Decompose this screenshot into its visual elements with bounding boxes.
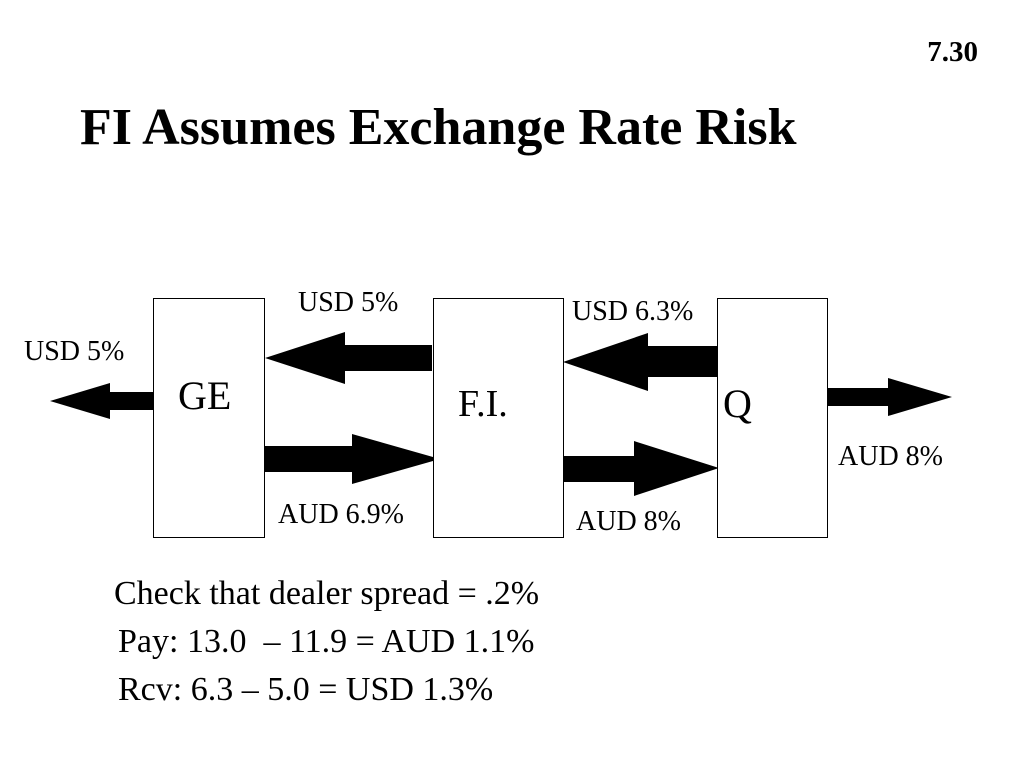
party-box-ge — [153, 298, 265, 538]
party-label-fi: F.I. — [458, 383, 508, 425]
flow-label-fi-to-q-aud: AUD 8% — [576, 506, 681, 537]
slide-number: 7.30 — [927, 36, 978, 68]
flow-label-q-out-aud: AUD 8% — [838, 441, 943, 472]
arrow-fi-to-ge-usd — [265, 332, 432, 384]
note-pay: Pay: 13.0 – 11.9 = AUD 1.1% — [118, 623, 535, 660]
arrow-q-to-fi-usd — [563, 333, 717, 391]
flow-label-fi-to-ge-usd: USD 5% — [298, 287, 399, 318]
party-box-fi — [433, 298, 564, 538]
party-label-ge: GE — [178, 373, 232, 418]
arrow-q-out-aud — [828, 378, 952, 416]
note-dealer-spread: Check that dealer spread = .2% — [114, 575, 540, 612]
arrow-fi-to-q-aud — [564, 441, 719, 496]
slide-title: FI Assumes Exchange Rate Risk — [80, 99, 797, 156]
arrow-ge-to-fi-aud — [265, 434, 440, 484]
party-box-q — [717, 298, 828, 538]
party-label-q: Q — [723, 381, 752, 426]
flow-label-ge-out-usd: USD 5% — [24, 336, 125, 367]
arrow-ge-out-usd — [50, 383, 154, 419]
flow-label-q-to-fi-usd: USD 6.3% — [572, 296, 694, 327]
note-receive: Rcv: 6.3 – 5.0 = USD 1.3% — [118, 671, 494, 708]
flow-label-ge-to-fi-aud: AUD 6.9% — [278, 499, 404, 530]
